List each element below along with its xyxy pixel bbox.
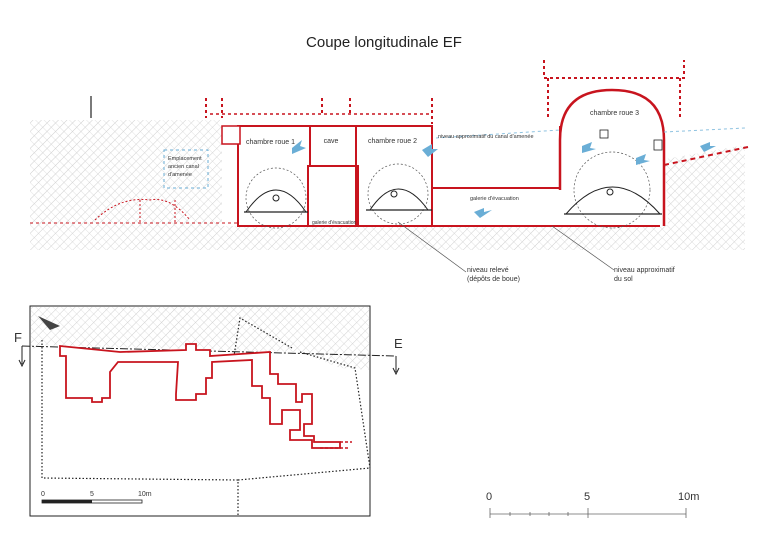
label-chambre-roue-2: chambre roue 2 (368, 138, 417, 145)
leader-ground-level (551, 225, 615, 271)
dashed-outline-left (205, 98, 433, 124)
plan-building-dashed (320, 441, 352, 449)
label-location-line-2: ancien canal (168, 164, 199, 170)
wheel-3 (564, 129, 663, 229)
label-ground-level: niveau approximatif du sol (614, 267, 677, 283)
section-scale-0: 0 (486, 491, 492, 503)
label-location: Emplacement ancien canal d'amenée (168, 156, 203, 178)
label-location-line-1: Emplacement (168, 156, 202, 162)
section-scale-5: 5 (584, 491, 590, 503)
label-galerie-evacuation: galerie d'évacuation (470, 196, 519, 202)
section-drawing: chambre roue 1 cave chambre roue 2 chamb… (30, 60, 749, 283)
label-canal-level: niveau approximatif du canal d'amenée (438, 134, 534, 140)
plan-hatch-cross (31, 307, 369, 370)
wheel-2 (366, 163, 432, 225)
label-location-line-3: d'amenée (168, 172, 192, 178)
wall-chambre-roue-1 (237, 125, 311, 227)
ground-hatch-cross (30, 120, 745, 250)
label-chambre-roue-3: chambre roue 3 (590, 110, 639, 117)
label-ground-level-line-1: niveau approximatif (614, 267, 675, 274)
section-scale-10: 10m (678, 491, 699, 503)
label-lower-gallery: galerie d'évacuation (312, 220, 357, 226)
plan-scale-5: 5 (90, 491, 94, 498)
plan-scale-bar: 0 5 10m (41, 491, 152, 504)
dashed-outline-right (543, 60, 685, 120)
label-raised-level: niveau relevé (dépôts de boue) (467, 267, 520, 283)
plan-label-e: E (394, 336, 403, 351)
canal-level-line (435, 127, 746, 139)
wall-chambre-roue-2 (355, 125, 433, 227)
water-flow-arrows (292, 140, 716, 218)
wall-chambre-roue-3 (558, 88, 666, 226)
north-arrow-icon (38, 316, 60, 330)
plan-cut-arrow-f (18, 346, 26, 368)
wall-cave (309, 125, 357, 167)
plan-scale-10: 10m (138, 491, 152, 498)
wall-stair-block (221, 125, 241, 145)
dashed-arch-left (94, 198, 191, 222)
label-cave: cave (324, 138, 339, 145)
leader-raised-level (397, 221, 467, 273)
plan-scale-0: 0 (41, 491, 45, 498)
plan-building-outline (59, 343, 341, 449)
label-ground-level-line-2: du sol (614, 276, 633, 283)
section-scale-bar: 0 5 10m (486, 491, 699, 518)
plan-label-f: F (14, 330, 22, 345)
label-raised-level-line-2: (dépôts de boue) (467, 276, 520, 283)
drawing-title: Coupe longitudinale EF (306, 34, 462, 51)
wall-cave-lower (307, 165, 359, 227)
wheel-1 (244, 167, 308, 229)
location-box (163, 149, 209, 189)
label-raised-level-line-1: niveau relevé (467, 267, 509, 274)
plan-drawing: F E 0 5 10m (14, 305, 403, 517)
plan-cut-arrow-e (392, 356, 400, 376)
label-chambre-roue-1: chambre roue 1 (246, 139, 295, 146)
